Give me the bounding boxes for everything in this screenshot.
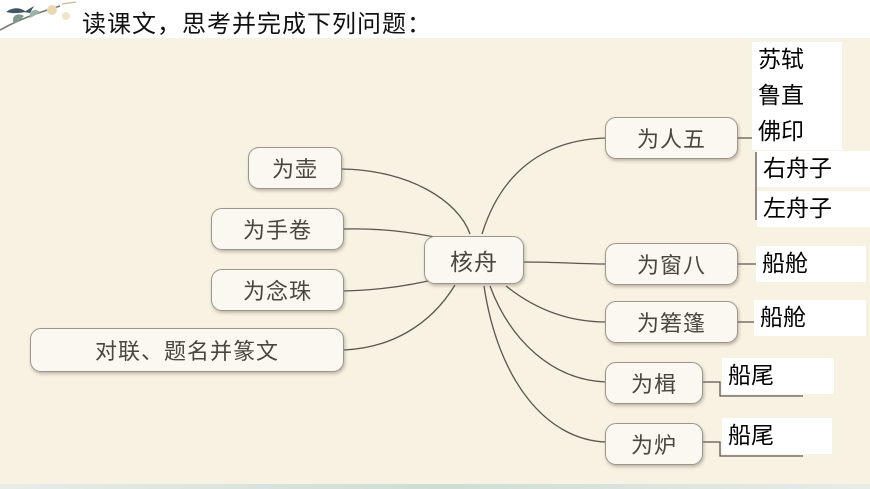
link-lu-answer <box>703 441 803 457</box>
left-node-shoujuan: 为手卷 <box>211 208 344 250</box>
answer-window: 船舱 <box>756 246 866 282</box>
right-node-ruopeng: 为箬篷 <box>605 301 738 343</box>
link-center-hu <box>341 168 471 235</box>
link-center-renwu <box>481 137 607 235</box>
header-band <box>0 0 870 38</box>
right-node-ji: 为楫 <box>605 362 703 404</box>
bottom-decoration <box>0 484 870 489</box>
link-center-lu <box>483 285 607 443</box>
answer-stove: 船尾 <box>722 418 832 454</box>
link-center-shoujuan <box>343 228 441 239</box>
right-node-renwu: 为人五 <box>605 117 738 159</box>
answer-zuozhouzi: 左舟子 <box>757 191 870 227</box>
answer-youzhouzi: 右舟子 <box>757 151 870 187</box>
link-center-ruopeng <box>505 285 607 323</box>
left-node-hu: 为壶 <box>248 147 342 189</box>
left-node-duilian: 对联、题名并篆文 <box>30 328 344 372</box>
answer-oar: 船尾 <box>722 358 834 394</box>
right-node-chuangba: 为窗八 <box>605 243 738 285</box>
link-center-chuangba <box>523 261 607 265</box>
answer-awning: 船舱 <box>754 300 866 336</box>
page-title: 读课文，思考并完成下列问题： <box>82 10 432 38</box>
center-node: 核舟 <box>424 236 524 284</box>
answer-luzhi: 鲁直 <box>752 78 842 114</box>
link-center-duilian <box>343 284 456 351</box>
link-ji-answer <box>703 381 803 397</box>
left-node-nianzhu: 为念珠 <box>211 269 344 311</box>
link-center-ji <box>489 285 607 383</box>
answer-foyin: 佛印 <box>752 114 842 150</box>
right-node-lu: 为炉 <box>605 423 703 465</box>
answer-sushi: 苏轼 <box>752 42 842 78</box>
bird-branch-icon <box>0 1 77 31</box>
